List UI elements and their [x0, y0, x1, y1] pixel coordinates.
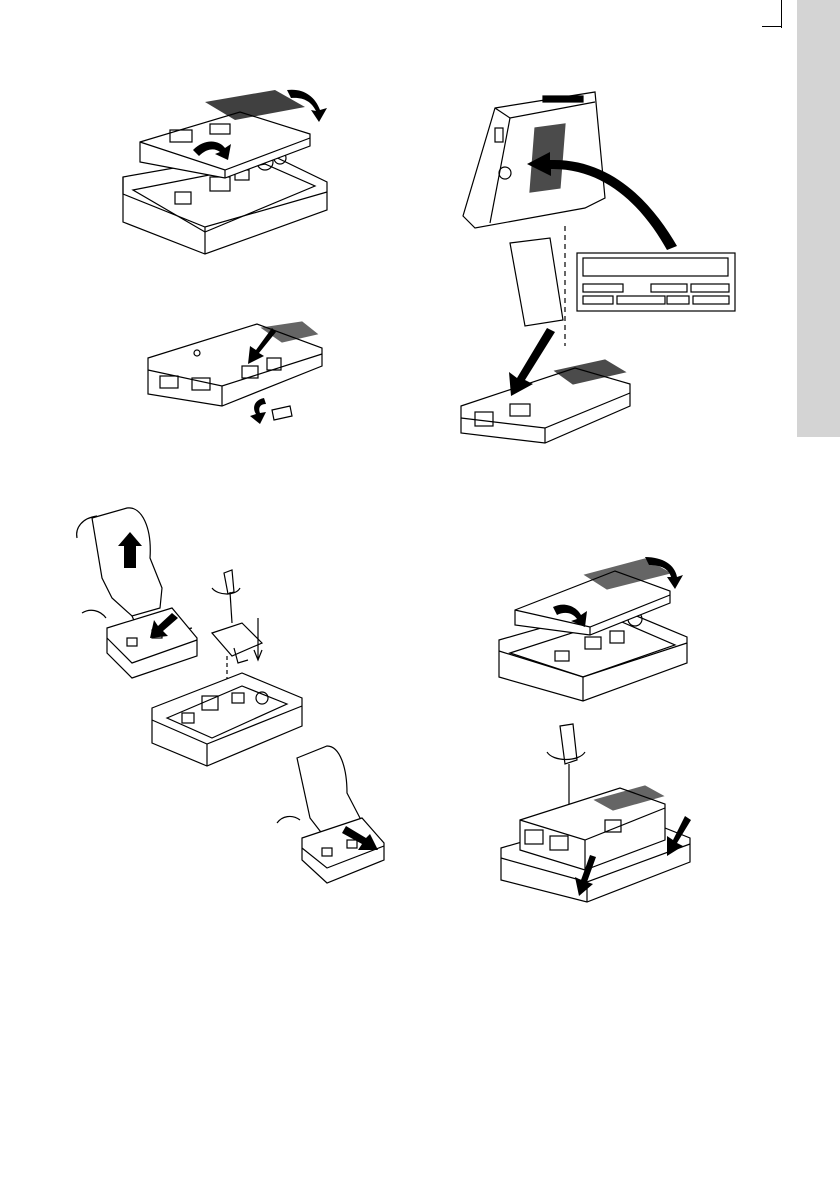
figure-fit-module: [72, 488, 392, 898]
open-cover-illustration-icon: [115, 82, 335, 262]
figure-remove-insert: [142, 318, 327, 428]
remove-insert-illustration-icon: [142, 318, 327, 428]
close-cover-illustration-icon: [495, 555, 690, 705]
label-location-illustration-icon: [455, 88, 740, 458]
figure-tighten-screw: [495, 720, 700, 910]
figure-open-cover: [115, 82, 335, 262]
crop-mark-vertical: [781, 0, 782, 28]
figure-label-location: [455, 88, 740, 458]
tighten-screw-illustration-icon: [495, 720, 700, 910]
crop-mark-horizontal: [762, 26, 782, 27]
module-install-illustration-icon: [72, 488, 392, 898]
figure-close-cover: [495, 555, 690, 705]
side-tab: [797, 0, 840, 437]
